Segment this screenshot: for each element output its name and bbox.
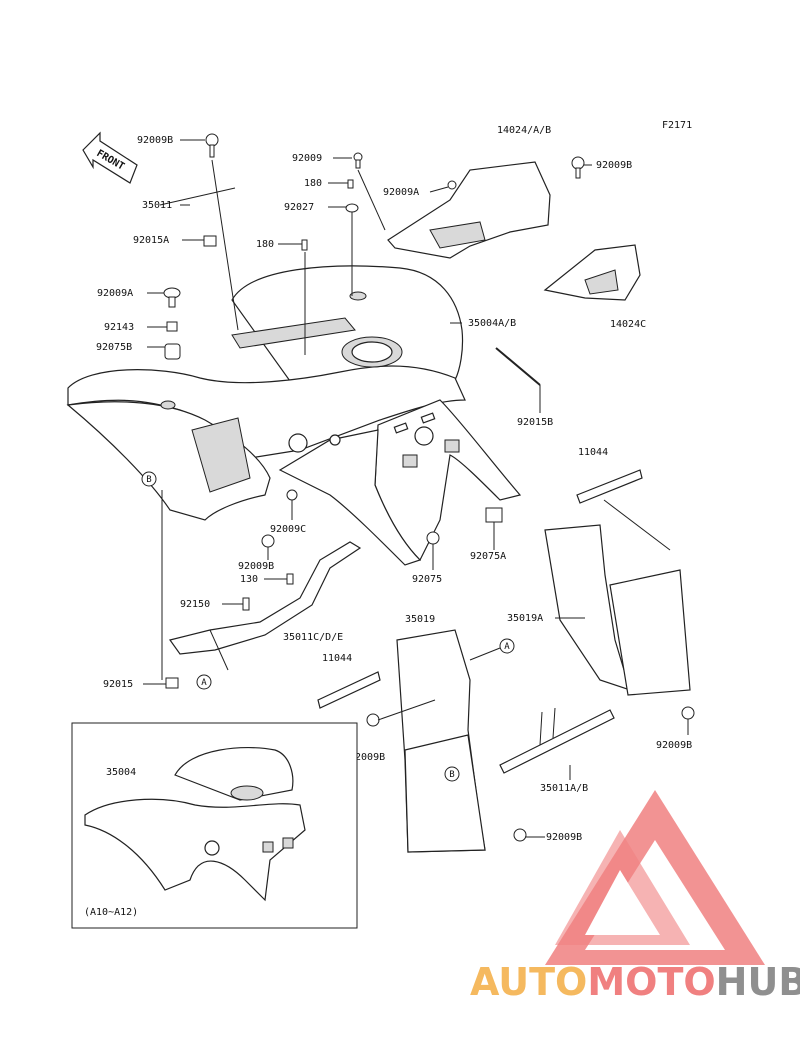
- label-35019a: 35019A: [507, 613, 543, 624]
- label-92015b: 92015B: [517, 417, 553, 428]
- callout-b-2: B: [444, 766, 460, 782]
- watermark-logo: [545, 790, 765, 965]
- inset-label: (A10~A12): [84, 907, 138, 918]
- strip-11044-lower: [317, 671, 381, 709]
- label-130: 130: [240, 574, 258, 585]
- label-92009a-front: 92009A: [383, 187, 419, 198]
- label-92009b-top: 92009B: [137, 135, 173, 146]
- label-14024ab: 14024/A/B: [497, 125, 551, 136]
- part-14024c: [543, 244, 641, 301]
- label-92015: 92015: [103, 679, 133, 690]
- mudflap-35019: [396, 629, 486, 853]
- label-180-top: 180: [304, 178, 322, 189]
- svg-text:B: B: [146, 475, 151, 485]
- label-11044-lower: 11044: [322, 653, 352, 664]
- callout-b-1: B: [141, 471, 157, 487]
- label-92009b-lower: 92009B: [349, 752, 385, 763]
- bracket-35011ab: [499, 709, 615, 774]
- label-35011ab: 35011A/B: [540, 783, 588, 794]
- figure-code: F2171: [662, 120, 692, 131]
- part-labels: 92009B 35011 92015A 92009A 92143 92075B …: [96, 125, 692, 843]
- label-92143: 92143: [104, 322, 134, 333]
- rear-fender-35004: [66, 265, 522, 566]
- label-92009a-left: 92009A: [97, 288, 133, 299]
- leader-lines: [110, 139, 689, 838]
- label-92075a: 92075A: [470, 551, 506, 562]
- hardware: [163, 133, 695, 842]
- label-92009b-bottom: 92009B: [546, 832, 582, 843]
- label-92009: 92009: [292, 153, 322, 164]
- front-arrow: FRONT: [82, 131, 138, 184]
- inset-panel: 35004 (A10~A12): [71, 722, 358, 929]
- label-35011: 35011: [142, 200, 172, 211]
- svg-text:A: A: [201, 678, 207, 688]
- label-92027: 92027: [284, 202, 314, 213]
- svg-text:A: A: [504, 642, 510, 652]
- label-92075b: 92075B: [96, 342, 132, 353]
- label-92009b-right: 92009B: [596, 160, 632, 171]
- label-92015a: 92015A: [133, 235, 169, 246]
- callout-a-1: A: [196, 674, 212, 690]
- part-14024: [387, 161, 551, 259]
- label-11044-upper: 11044: [578, 447, 608, 458]
- mudflap-35019a: [544, 524, 691, 696]
- bracket-35011c: [168, 541, 362, 671]
- label-92150: 92150: [180, 599, 210, 610]
- label-14024c: 14024C: [610, 319, 646, 330]
- label-92009b-far-right: 92009B: [656, 740, 692, 751]
- label-92009b-mid: 92009B: [238, 561, 274, 572]
- watermark-text: AUTOMOTOHUB: [470, 960, 800, 1004]
- callout-a-2: A: [499, 638, 515, 654]
- label-92075: 92075: [412, 574, 442, 585]
- inset-part-label: 35004: [106, 767, 136, 778]
- svg-text:B: B: [449, 770, 454, 780]
- label-35011cde: 35011C/D/E: [283, 632, 343, 643]
- label-35019: 35019: [405, 614, 435, 625]
- label-92009c: 92009C: [270, 524, 306, 535]
- label-35004ab: 35004A/B: [468, 318, 516, 329]
- label-180-mid: 180: [256, 239, 274, 250]
- strip-11044-upper: [576, 469, 643, 504]
